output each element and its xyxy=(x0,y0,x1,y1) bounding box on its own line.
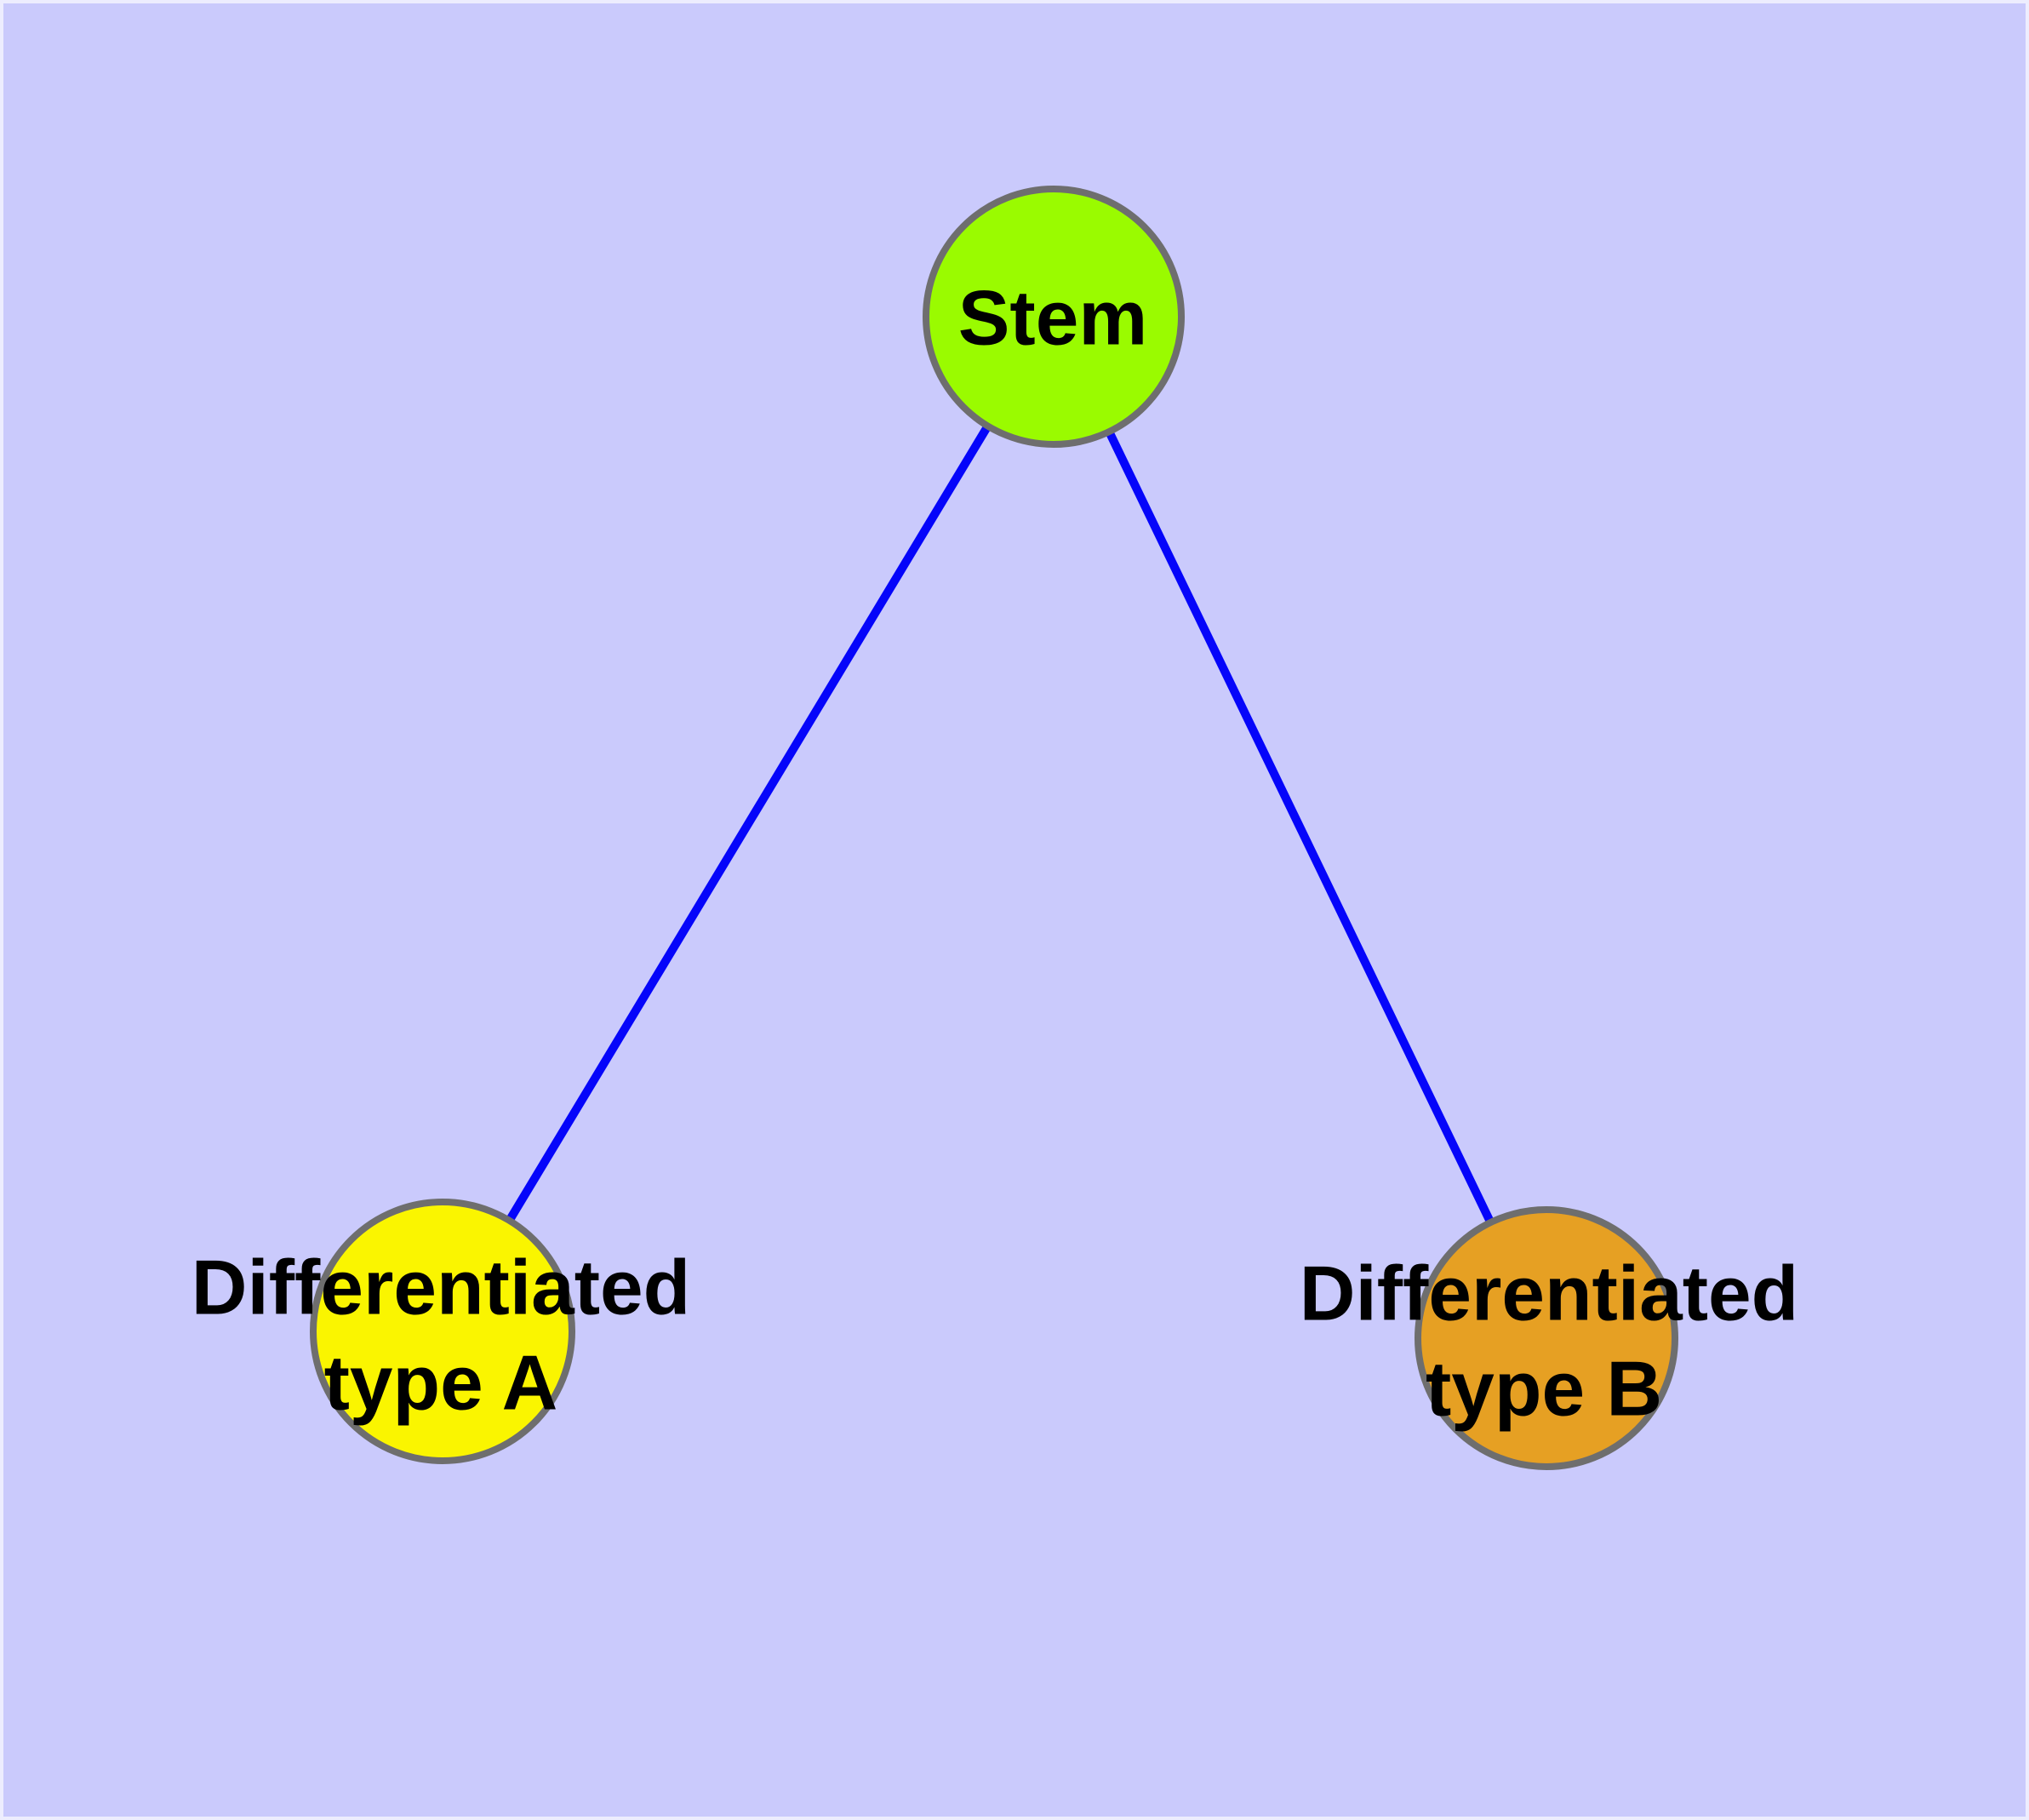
type-a-node-label-line1: Differentiated xyxy=(191,1245,691,1331)
type-b-node-label-line2: type B xyxy=(1426,1347,1662,1433)
type-b-node-circle xyxy=(1415,1206,1678,1470)
type-a-node: Differentiated type A xyxy=(191,1199,691,1464)
type-b-node-label-line1: Differentiated xyxy=(1300,1251,1799,1337)
stem-node: Stem xyxy=(923,186,1185,448)
stem-node-label: Stem xyxy=(958,276,1148,362)
type-b-node: Differentiated type B xyxy=(1300,1206,1799,1470)
edge-stem-to-type-b xyxy=(1049,312,1551,1342)
type-a-node-circle xyxy=(310,1199,575,1464)
stem-node-circle xyxy=(923,186,1185,448)
edge-stem-to-type-a xyxy=(438,312,1058,1336)
type-a-node-label-line2: type A xyxy=(324,1341,558,1427)
